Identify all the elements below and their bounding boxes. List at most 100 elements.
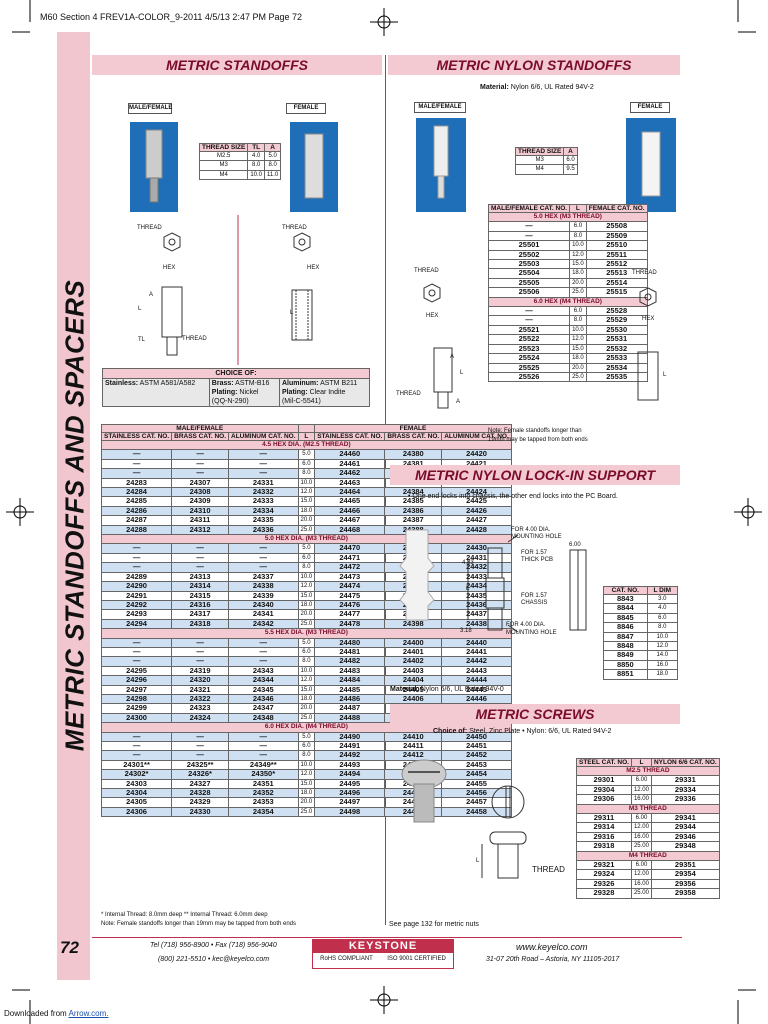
footer-rule — [92, 937, 682, 938]
lbl-hex-2: HEX — [307, 265, 320, 271]
table-cell: 12.0 — [646, 641, 679, 652]
table-cell: 8.0 — [297, 468, 316, 479]
table-cell: 18.0 — [297, 599, 316, 611]
lockin-bullet: • One end locks into chassis, the other … — [408, 493, 618, 500]
table-cell: 24435 — [441, 590, 512, 601]
table-cell: 25533 — [585, 353, 648, 364]
table-cell: 18.0 — [297, 788, 316, 799]
lockin-lbl-10: FOR 4.00 DIA. — [506, 622, 546, 628]
table-cell: 25515 — [585, 287, 648, 298]
table-cell: 20.0 — [297, 703, 316, 714]
table-cell: 24353 — [228, 797, 299, 808]
table-cell: 25506 — [487, 287, 571, 298]
table-cell: 24404 — [384, 675, 443, 686]
table-cell: 24455 — [441, 778, 512, 790]
table-cell: 18.0 — [297, 505, 316, 517]
table-cell: 24477 — [314, 609, 386, 620]
table-cell: 12.0 — [297, 675, 316, 686]
nylon-lbl-thread-2: THREAD — [632, 270, 657, 276]
table-cell: 25524 — [487, 353, 571, 364]
table-cell: 24402 — [384, 656, 443, 667]
table-cell: 10.0 — [297, 477, 316, 489]
table-cell: 25510 — [585, 240, 648, 251]
table-cell: 24318 — [171, 618, 230, 630]
table-cell: 24431 — [441, 552, 512, 564]
nylon-standoffs-title: METRIC NYLON STANDOFFS — [388, 55, 680, 75]
table-cell: 24475 — [314, 590, 386, 601]
table-cell: 25531 — [585, 334, 648, 345]
section-title: 6.0 HEX DIA. (M4 THREAD) — [101, 722, 512, 733]
table-cell: — — [100, 468, 173, 479]
table-cell: 24291 — [100, 590, 173, 601]
lockin-lbl-5: 4.83 — [462, 560, 474, 566]
lockin-lbl-4: THICK PCB — [521, 557, 554, 563]
table-cell: 29336 — [650, 794, 720, 805]
table-cell: 25526 — [487, 371, 571, 383]
lbl-thread-1: THREAD — [137, 225, 162, 231]
table-cell: — — [228, 449, 299, 460]
table-cell: 10.0 — [297, 665, 316, 677]
table-cell: 24494 — [314, 769, 386, 780]
footer-web[interactable]: www.keyelco.com — [516, 942, 588, 952]
nylon-lbl-thread-1: THREAD — [414, 268, 439, 274]
table-cell: 24302* — [100, 769, 173, 780]
table-cell: 24338 — [228, 581, 299, 592]
nylon-lbl-hex-1: HEX — [426, 313, 439, 319]
nylon-lbl-a: A — [450, 354, 455, 360]
section-row: M2.5 THREAD — [576, 765, 720, 777]
table-cell: 24309 — [171, 496, 230, 507]
table-cell: 25505 — [487, 277, 571, 289]
table-cell: 5.0 — [297, 449, 316, 460]
lockin-lbl-6: FOR 1.57 — [521, 593, 548, 599]
screw-lbl-l: L — [476, 858, 480, 864]
table-cell: 29348 — [650, 841, 720, 852]
table-cell: 24484 — [314, 675, 386, 686]
table-cell: 24387 — [384, 515, 443, 526]
section-title: 5.0 HEX (M3 THREAD) — [488, 211, 648, 223]
lbl-l2: L — [290, 310, 294, 316]
lbl-a: A — [149, 292, 154, 298]
table-cell: 24434 — [441, 581, 512, 592]
table-cell: — — [228, 656, 299, 667]
arrow-link[interactable]: Arrow.com. — [68, 1009, 109, 1018]
table-cell: 24478 — [314, 618, 386, 630]
table-cell: 8.0 — [297, 750, 316, 761]
section-title: 5.5 HEX DIA. (M3 THREAD) — [101, 628, 512, 639]
table-cell: 6.0 — [297, 552, 316, 564]
table-cell: 12.00 — [630, 822, 652, 833]
table-cell: 24430 — [441, 543, 512, 554]
table-cell: — — [487, 221, 571, 232]
table-cell: 24323 — [171, 703, 230, 714]
table-cell: 29306 — [576, 794, 632, 805]
table-cell: 24312 — [171, 524, 230, 536]
table-cell: 24347 — [228, 703, 299, 714]
table-cell: — — [171, 656, 230, 667]
table-cell: 29301 — [576, 775, 632, 786]
table-cell: 8849 — [603, 650, 648, 661]
table-cell: 25523 — [487, 343, 571, 355]
table-cell: 24350* — [228, 769, 299, 780]
table-cell: 24420 — [441, 449, 512, 460]
table-cell: 25508 — [585, 221, 648, 232]
table-cell: 16.00 — [630, 878, 652, 890]
footer-phone: (800) 221-5510 • kec@keyelco.com — [158, 956, 270, 963]
